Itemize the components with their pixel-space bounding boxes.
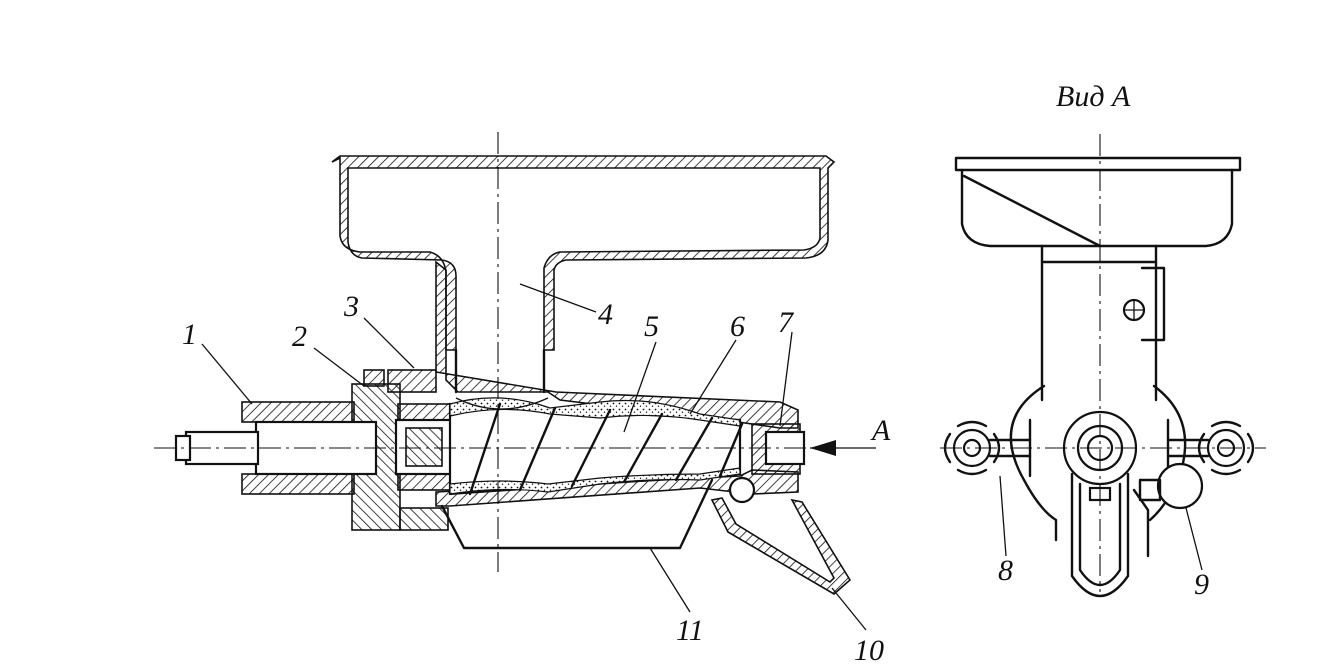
label-10: 10 <box>854 634 884 667</box>
label-6: 6 <box>730 310 745 343</box>
shaft-housing <box>241 401 355 423</box>
outlet-chute <box>440 478 714 550</box>
label-8: 8 <box>998 554 1013 587</box>
view-title: Вид А <box>1056 80 1131 113</box>
auger-screw <box>448 397 744 496</box>
label-4: 4 <box>598 298 613 331</box>
hopper <box>331 155 836 351</box>
label-9: 9 <box>1194 568 1209 601</box>
arrow-label: А <box>870 414 891 447</box>
label-3: 3 <box>343 290 359 323</box>
section-view <box>174 155 876 631</box>
label-1: 1 <box>182 318 197 351</box>
label-11: 11 <box>676 614 704 647</box>
label-7: 7 <box>778 306 795 339</box>
spout <box>710 497 852 595</box>
label-2: 2 <box>292 320 307 353</box>
view-a <box>943 156 1255 598</box>
label-5: 5 <box>644 310 659 343</box>
